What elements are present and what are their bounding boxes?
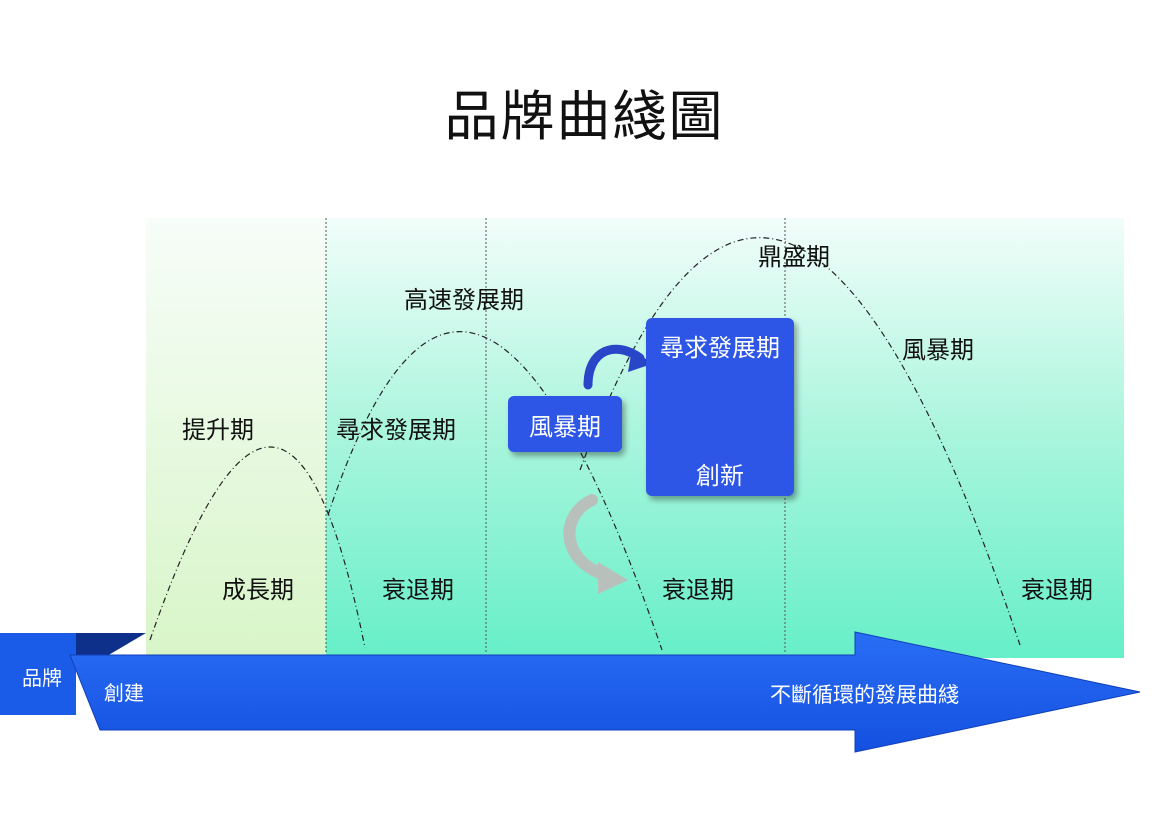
phase-peak: 鼎盛期 <box>758 243 830 271</box>
brand-tab <box>0 633 76 715</box>
seek-box: 尋求發展期 創新 <box>646 318 794 496</box>
phase-decline-2: 衰退期 <box>662 576 734 604</box>
curve-3 <box>579 237 1021 646</box>
seek-box-label: 尋求發展期 <box>660 334 780 362</box>
phase-growth: 成長期 <box>222 576 294 604</box>
phase-decline-1: 衰退期 <box>382 576 454 604</box>
phase-panel-1 <box>146 218 326 658</box>
phase-high-speed: 高速發展期 <box>404 286 524 314</box>
innovate-label: 創新 <box>696 462 744 490</box>
phase-improve: 提升期 <box>182 416 254 444</box>
storm-box: 風暴期 <box>508 396 622 452</box>
curved-arrow-down <box>563 494 611 581</box>
page-title: 品牌曲綫圖 <box>444 85 725 148</box>
curve-2 <box>327 331 663 651</box>
create-label: 創建 <box>104 681 144 705</box>
cycle-label: 不斷循環的發展曲綫 <box>770 683 959 707</box>
phase-decline-3: 衰退期 <box>1021 576 1093 604</box>
brand-label: 品牌 <box>22 666 62 690</box>
phase-storm-right: 風暴期 <box>902 336 974 364</box>
curved-arrow-down-head <box>598 562 628 594</box>
phase-seek-development: 尋求發展期 <box>336 416 456 444</box>
main-arrow <box>69 631 1141 753</box>
storm-box-label: 風暴期 <box>529 412 601 441</box>
curve-1 <box>149 446 366 649</box>
